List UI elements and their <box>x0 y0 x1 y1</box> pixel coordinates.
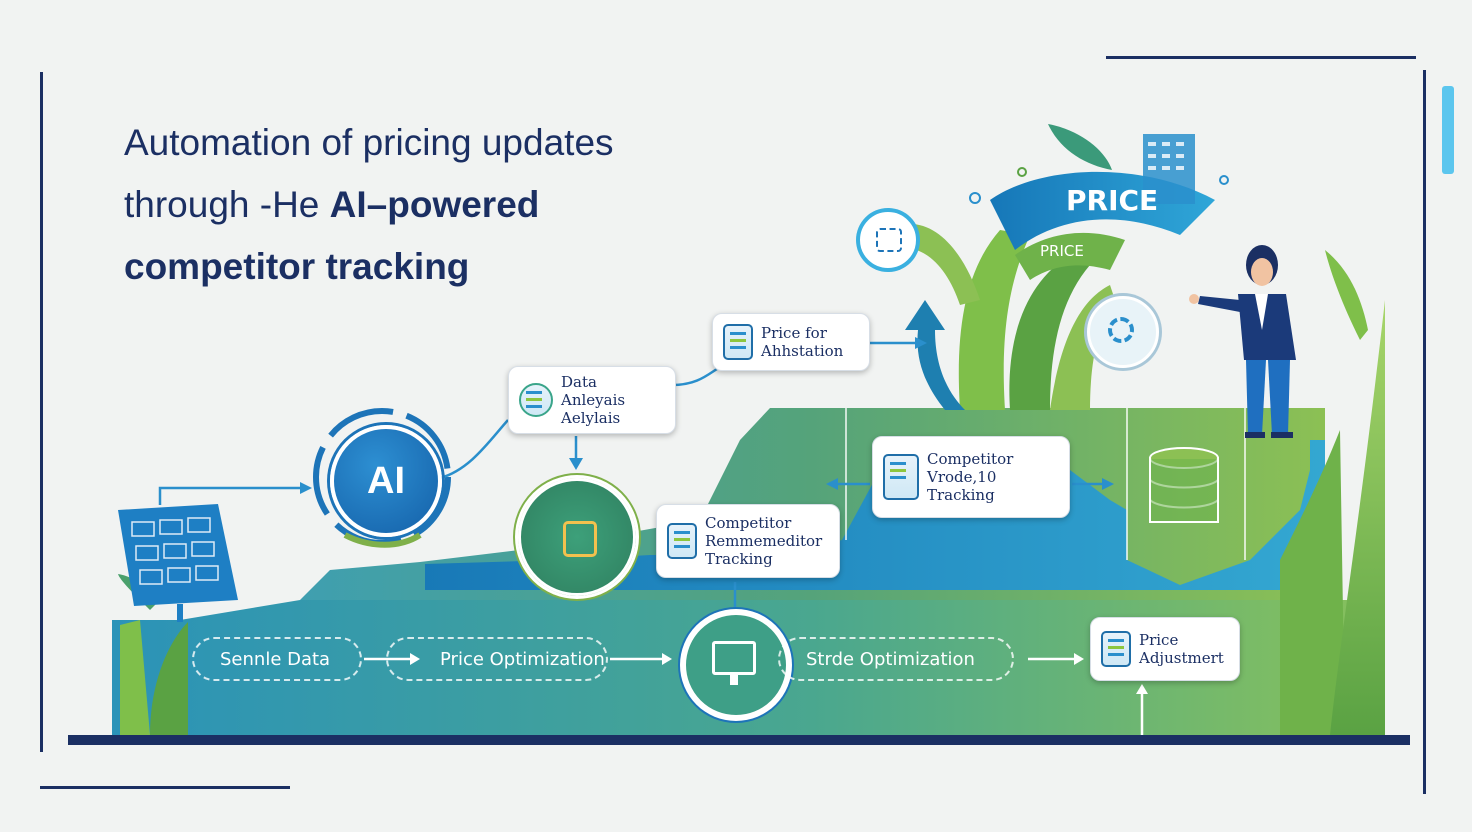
card-competitor-tracking-upper[interactable]: Competitor Vrode,10 Tracking <box>872 436 1070 518</box>
price-banner-small <box>1015 232 1125 280</box>
dot-decor <box>1219 175 1229 185</box>
arc-plant <box>958 230 1030 410</box>
title-line-3: competitor tracking <box>124 246 470 287</box>
monitor-stand <box>730 675 738 685</box>
arrow-head <box>826 478 838 490</box>
price-arc-small-label: PRICE <box>1040 242 1084 260</box>
title-line-2: through -He AI–powered <box>124 174 744 236</box>
frame-bottom-line <box>40 786 290 789</box>
card-line: Ahhstation <box>761 342 844 360</box>
connector-ai-data <box>439 419 509 480</box>
connector-data-price <box>671 364 723 387</box>
person-illustration <box>1189 245 1296 438</box>
monitor-icon <box>712 641 756 675</box>
card-line: Adjustmert <box>1139 649 1224 667</box>
ai-ring-green <box>343 532 422 548</box>
accent-bar <box>1442 86 1454 174</box>
card-line: Data Anleyais <box>561 373 626 409</box>
leaf-left <box>150 622 188 735</box>
page-title: Automation of pricing updates through -H… <box>124 112 744 298</box>
flow-sennle-data: Sennle Data <box>192 637 362 681</box>
arrow-head <box>300 482 312 494</box>
frame-left-line <box>40 72 43 752</box>
card-line: Aelylais <box>561 409 621 427</box>
title-line-2-bold: AI–powered <box>329 184 540 225</box>
arrow-head <box>569 458 583 470</box>
leaf-top <box>1048 124 1112 170</box>
card-price-for-text: Price for Ahhstation <box>761 324 843 360</box>
flow-strde-optimization: Strde Optimization <box>778 637 1014 681</box>
card-price-for[interactable]: Price for Ahhstation <box>712 313 870 371</box>
monitor-circle-icon <box>683 612 789 718</box>
card-line: Vrode,10 <box>927 468 997 486</box>
card-line: Remmemeditor <box>705 532 823 550</box>
mini-circle-top <box>860 212 916 268</box>
adjustment-icon <box>1101 631 1131 667</box>
card-competitor-lower-text: Competitor Remmemeditor Tracking <box>705 514 822 568</box>
card-price-adjustment-text: Price Adjustmert <box>1139 631 1224 667</box>
chip-icon <box>563 521 597 557</box>
connector-tablet-ai <box>158 486 300 505</box>
dot-decor <box>969 192 981 204</box>
flow-price-optimization: Price Optimization <box>386 637 608 681</box>
card-competitor-upper-text: Competitor Vrode,10 Tracking <box>927 450 1013 504</box>
gear-icon <box>1108 317 1134 343</box>
ai-badge: AI <box>330 425 442 537</box>
leaf-right <box>1325 250 1368 340</box>
arc-plant <box>1009 255 1090 410</box>
leaf-left <box>120 620 150 735</box>
data-circle-icon <box>518 478 636 596</box>
card-line: Tracking <box>927 486 995 504</box>
card-line: Price <box>1139 631 1179 649</box>
card-data-analysis-text: Data Anleyais Aelylais <box>561 373 665 427</box>
price-arc-label: PRICE <box>1066 184 1159 217</box>
tracking-icon <box>883 454 919 500</box>
arrow-head <box>1102 478 1114 490</box>
title-line-2-plain: through -He <box>124 184 330 225</box>
base-floor-line <box>68 735 1410 745</box>
mini-graph-icon <box>876 228 902 252</box>
dot-decor <box>1017 167 1027 177</box>
frame-right-line <box>1423 70 1426 794</box>
title-line-1: Automation of pricing updates <box>124 122 614 163</box>
document-icon <box>667 523 697 559</box>
card-line: Competitor <box>927 450 1014 468</box>
leaf-right <box>1330 300 1385 735</box>
robot-icon <box>723 324 753 360</box>
tablet-illustration <box>118 504 238 622</box>
arc-arrow <box>905 300 965 410</box>
card-line: Price for <box>761 324 827 342</box>
analysis-icon <box>519 383 553 417</box>
card-line: Competitor <box>705 514 792 532</box>
database-icon <box>1149 447 1219 523</box>
card-data-analysis[interactable]: Data Anleyais Aelylais <box>508 366 676 434</box>
card-line: Tracking <box>705 550 773 568</box>
card-competitor-tracking-lower[interactable]: Competitor Remmemeditor Tracking <box>656 504 840 578</box>
card-price-adjustment[interactable]: Price Adjustmert <box>1090 617 1240 681</box>
frame-top-right-line <box>1106 56 1416 59</box>
mini-circle-right <box>1087 296 1159 368</box>
arrow-head <box>915 337 927 349</box>
leaf-right <box>1280 430 1345 735</box>
